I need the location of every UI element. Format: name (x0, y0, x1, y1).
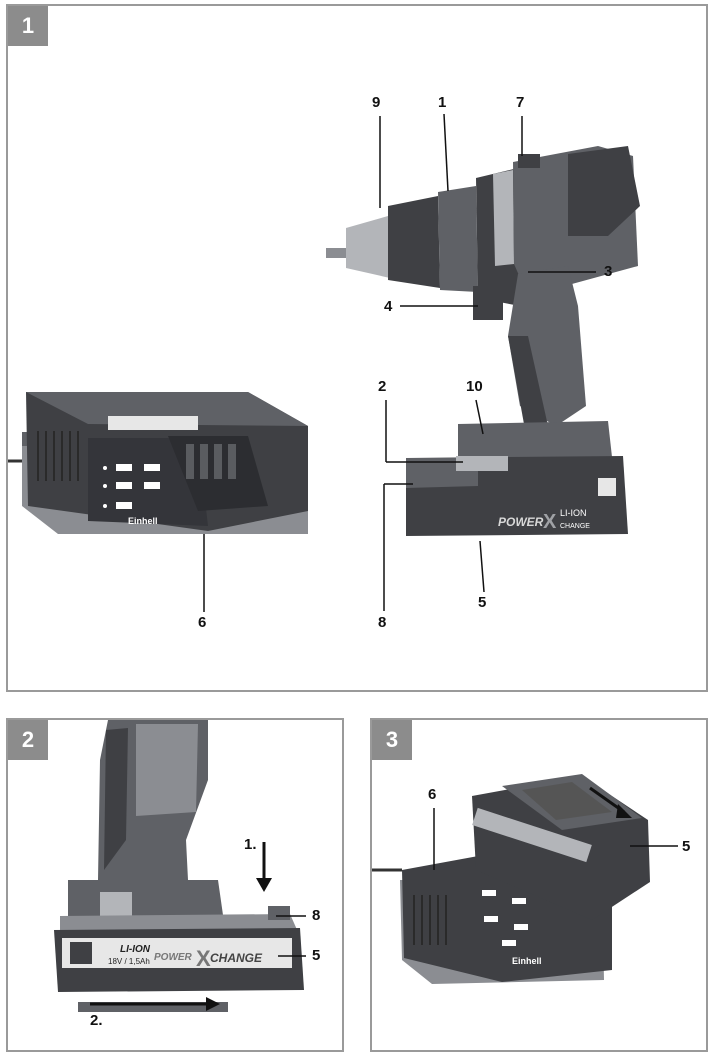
step-1-label: 1. (244, 836, 257, 853)
figure-panel-2: 2 LI-ION 18V / 1,5Ah POWER X CHANGE (6, 718, 344, 1052)
callout-4: 4 (384, 298, 393, 315)
battery-spec-text: 18V / 1,5Ah (108, 957, 150, 966)
callout-6: 6 (428, 786, 437, 803)
callout-5: 5 (478, 594, 487, 611)
callout-9: 9 (372, 94, 381, 111)
battery-change-text: CHANGE (210, 951, 263, 965)
step-2-label: 2. (90, 1012, 103, 1029)
battery-system-text: POWER (154, 952, 193, 963)
figure-panel-1: 1 (6, 4, 708, 692)
callout-5: 5 (682, 838, 691, 855)
battery-system-text: POWER (498, 515, 544, 529)
callout-3: 3 (604, 263, 613, 280)
panel-number-badge: 2 (8, 720, 48, 760)
right-arrow-icon (90, 997, 220, 1011)
battery-charging-illustration: Einhell (372, 774, 678, 984)
drill-image: POWER X LI-ION CHANGE (326, 146, 640, 536)
callout-6: 6 (198, 614, 207, 631)
callout-7: 7 (516, 94, 525, 111)
panel-number-badge: 3 (372, 720, 412, 760)
battery-x-text: X (543, 511, 557, 533)
drill-and-charger-illustration: Einhell POWER (8, 113, 640, 612)
battery-insertion-illustration: LI-ION 18V / 1,5Ah POWER X CHANGE (54, 720, 306, 1012)
callout-8: 8 (312, 907, 321, 924)
charger-brand-text: Einhell (128, 516, 158, 526)
leader-lines (203, 113, 596, 612)
callout-8: 8 (378, 614, 387, 631)
callout-5: 5 (312, 947, 321, 964)
battery-x-text: X (196, 946, 211, 971)
down-arrow-icon (256, 842, 272, 892)
callout-10: 10 (466, 378, 483, 395)
battery-type-text: LI-ION (120, 944, 151, 955)
battery-change-text: CHANGE (560, 523, 590, 530)
charger-image: Einhell (8, 392, 308, 534)
callout-2: 2 (378, 378, 387, 395)
charger-brand-text: Einhell (512, 956, 542, 966)
diagonal-arrow-icon (589, 786, 632, 818)
callout-1: 1 (438, 94, 447, 111)
panel-number-badge: 1 (8, 6, 48, 46)
battery-type-text: LI-ION (560, 508, 587, 518)
figure-panel-3: 3 Einhell 6 5 (370, 718, 708, 1052)
